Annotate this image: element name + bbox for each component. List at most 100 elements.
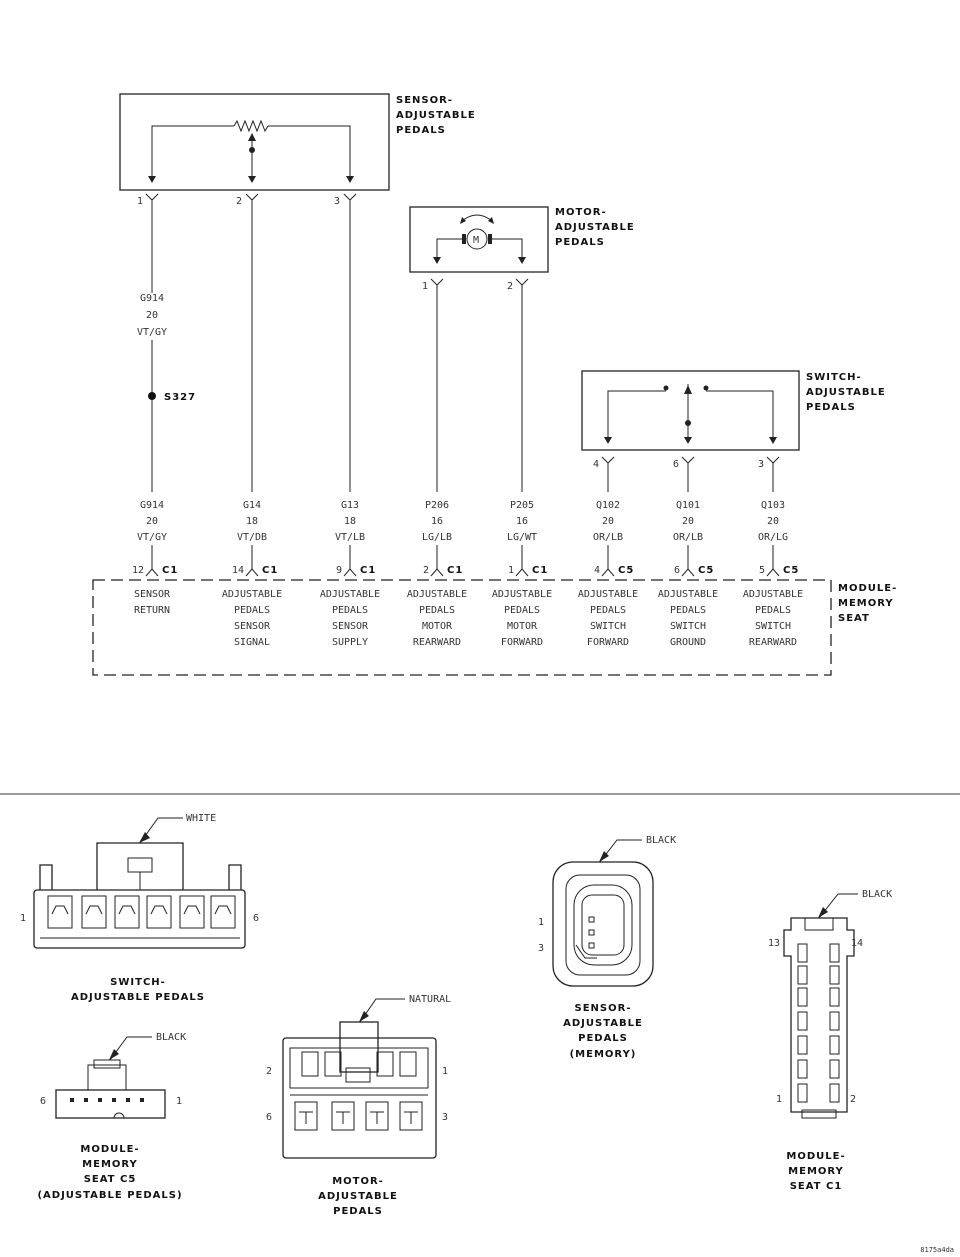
func-8-line-2: PEDALS	[755, 605, 791, 616]
c5-connector-pin-right: 1	[176, 1096, 182, 1107]
func-5-line-4: FORWARD	[501, 637, 543, 648]
func-8-line-1: ADJUSTABLE	[743, 589, 803, 600]
wire-7-gauge: 20	[682, 516, 694, 527]
wire-8-code: Q103	[761, 500, 785, 511]
func-6-line-3: SWITCH	[590, 621, 626, 632]
motor-title-3: PEDALS	[555, 237, 605, 248]
sensor-adjustable-pedals: SENSOR- ADJUSTABLE PEDALS 1 2 3	[119, 93, 476, 207]
wire-3-code: G13	[341, 500, 359, 511]
module-title-2: MEMORY	[838, 598, 894, 609]
c1-connector-pin-14: 14	[851, 938, 863, 949]
func-4-line-1: ADJUSTABLE	[407, 589, 467, 600]
wire-8-gauge: 20	[767, 516, 779, 527]
switch-title-3: PEDALS	[806, 402, 856, 413]
wire-2-gauge: 18	[246, 516, 258, 527]
wire-4-color: LG/LB	[422, 532, 452, 543]
func-8-line-4: REARWARD	[749, 637, 797, 648]
switch-connector-pin-left: 1	[20, 913, 26, 924]
motor-connector-pin-1: 1	[442, 1066, 448, 1077]
motor-connector-pin-3: 3	[442, 1112, 448, 1123]
wire-labels: G914 20 VT/GY G14 18 VT/DB G13 18 VT/LB …	[137, 500, 788, 543]
switch-connector-caption-2: ADJUSTABLE PEDALS	[71, 992, 205, 1003]
func-6-line-2: PEDALS	[590, 605, 626, 616]
upper-wire-color: VT/GY	[137, 327, 167, 338]
c1-connector-caption-2: MEMORY	[788, 1166, 844, 1177]
func-5-line-2: PEDALS	[504, 605, 540, 616]
c1-connector-pin-2: 2	[850, 1094, 856, 1105]
module-pin-1: 1	[508, 565, 514, 576]
upper-wire-code: G914	[140, 293, 164, 304]
switch-connector-view: WHITE 1 6 SWITCH- ADJUSTABLE PEDALS	[20, 813, 259, 1003]
switch-title-2: ADJUSTABLE	[806, 387, 886, 398]
component-pin-marks	[145, 193, 780, 467]
module-conn-c1-5: C1	[532, 565, 548, 576]
func-6-line-4: FORWARD	[587, 637, 629, 648]
module-conn-c1-4: C1	[447, 565, 463, 576]
motor-connector-caption-1: MOTOR-	[332, 1176, 384, 1187]
func-5-line-3: MOTOR	[507, 621, 538, 632]
motor-symbol-letter: M	[473, 235, 479, 246]
motor-pin-1: 1	[422, 281, 428, 292]
sensor-connector-caption-3: PEDALS	[578, 1033, 628, 1044]
motor-connector-pin-2: 2	[266, 1066, 272, 1077]
func-1-line-2: RETURN	[134, 605, 170, 616]
wire-1-color: VT/GY	[137, 532, 167, 543]
motor-pin-2: 2	[507, 281, 513, 292]
motor-title-2: ADJUSTABLE	[555, 222, 635, 233]
switch-pin-6: 6	[673, 459, 679, 470]
upper-wire-gauge: 20	[146, 310, 158, 321]
module-pin-14: 14	[232, 565, 244, 576]
splice-dot	[148, 392, 156, 400]
sensor-connector-body	[552, 861, 654, 987]
module-conn-c1-1: C1	[162, 565, 178, 576]
motor-box	[409, 206, 549, 273]
sensor-connector-pin-3: 3	[538, 943, 544, 954]
c1-connector-caption-3: SEAT C1	[790, 1181, 843, 1192]
switch-pin-3: 3	[758, 459, 764, 470]
c1-connector-pin-13: 13	[768, 938, 780, 949]
module-conn-c5-3: C5	[783, 565, 799, 576]
func-7-line-3: SWITCH	[670, 621, 706, 632]
func-1-line-1: SENSOR	[134, 589, 171, 600]
sensor-connector-pin-1: 1	[538, 917, 544, 928]
module-title-1: MODULE-	[838, 583, 897, 594]
sensor-connector-color: BLACK	[646, 835, 676, 846]
func-2-line-1: ADJUSTABLE	[222, 589, 282, 600]
c5-connector-body	[55, 1089, 166, 1119]
module-c5-connector-view: BLACK 6 1 MODULE- MEMORY SEAT C5 (ADJUST…	[37, 1032, 186, 1201]
func-2-line-3: SENSOR	[234, 621, 271, 632]
func-4-line-3: MOTOR	[422, 621, 453, 632]
potentiometer-symbol	[233, 119, 269, 133]
c5-connector-pin-left: 6	[40, 1096, 46, 1107]
motor-adjustable-pedals: M MOTOR- ADJUSTABLE PEDALS 1 2	[409, 206, 635, 292]
sensor-connector-caption-2: ADJUSTABLE	[563, 1018, 643, 1029]
module-pin-4: 4	[594, 565, 600, 576]
wire-1-code: G914	[140, 500, 164, 511]
switch-pin-4: 4	[593, 459, 599, 470]
wire-6-gauge: 20	[602, 516, 614, 527]
module-pin-6: 6	[674, 565, 680, 576]
func-7-line-2: PEDALS	[670, 605, 706, 616]
func-7-line-4: GROUND	[670, 637, 706, 648]
wire-4-gauge: 16	[431, 516, 443, 527]
wires	[151, 204, 774, 562]
module-memory-seat: MODULE- MEMORY SEAT SENSOR RETURN ADJUST…	[92, 579, 897, 676]
module-pin-5: 5	[759, 565, 765, 576]
module-title-3: SEAT	[838, 613, 870, 624]
wire-2-code: G14	[243, 500, 261, 511]
func-4-line-4: REARWARD	[413, 637, 461, 648]
switch-connector-pin-right: 6	[253, 913, 259, 924]
func-7-line-1: ADJUSTABLE	[658, 589, 718, 600]
wire-2-color: VT/DB	[237, 532, 267, 543]
wire-3-color: VT/LB	[335, 532, 365, 543]
c5-connector-caption-3: SEAT C5	[84, 1174, 137, 1185]
wire-6-code: Q102	[596, 500, 620, 511]
func-8-line-3: SWITCH	[755, 621, 791, 632]
wire-1-gauge: 20	[146, 516, 158, 527]
sensor-connector-caption-4: (MEMORY)	[570, 1049, 637, 1060]
module-pin-12: 12	[132, 565, 144, 576]
sensor-title-2: ADJUSTABLE	[396, 110, 476, 121]
motor-connector-color: NATURAL	[409, 994, 451, 1005]
motor-connector-body	[282, 1037, 437, 1159]
switch-connector-caption-1: SWITCH-	[110, 977, 166, 988]
